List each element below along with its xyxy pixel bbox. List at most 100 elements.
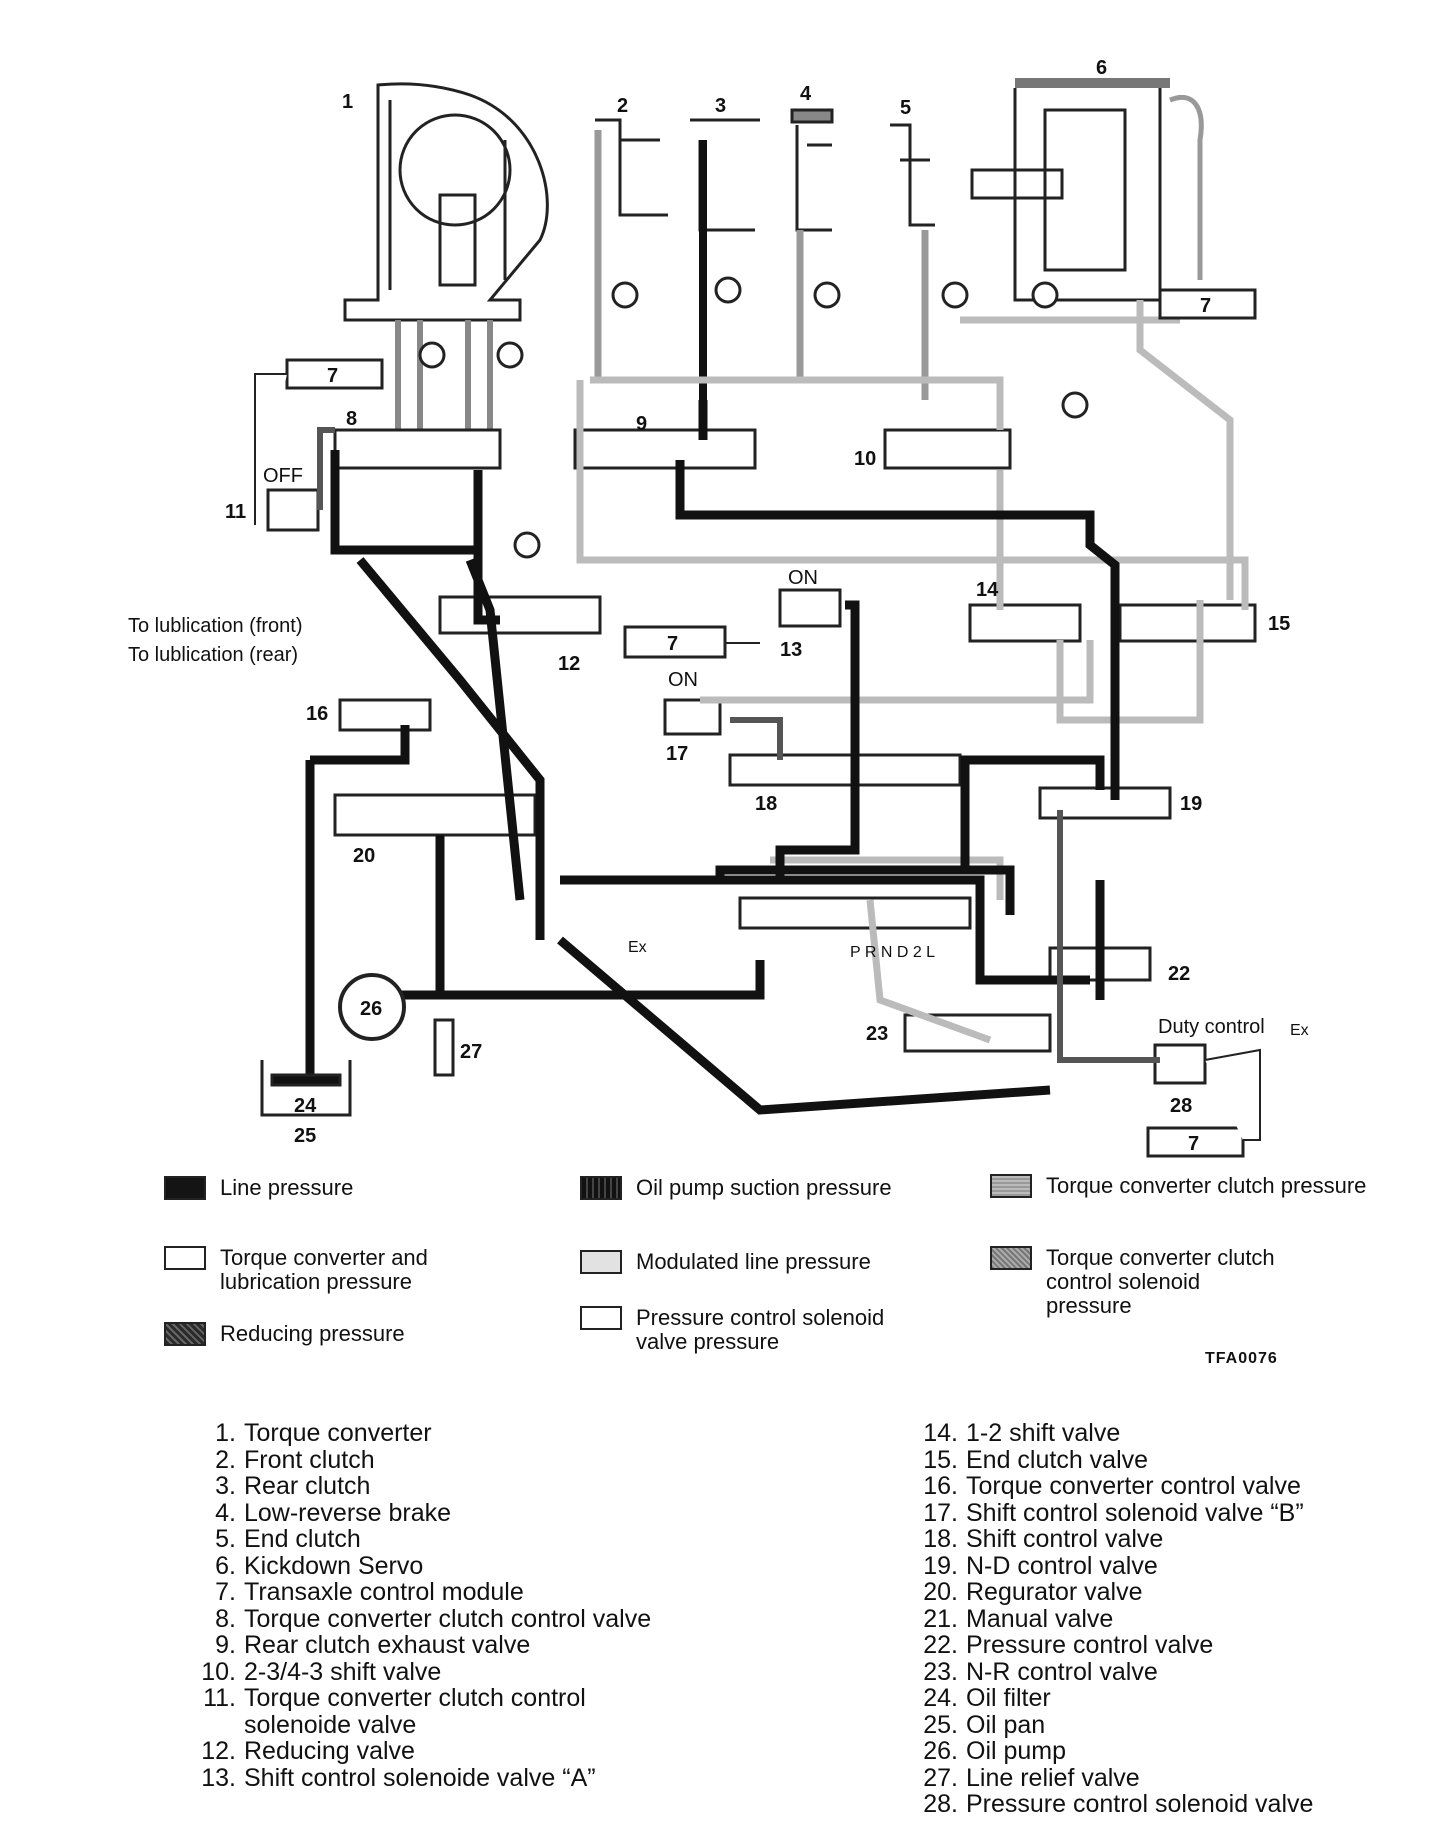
svg-text:14: 14 <box>976 579 999 601</box>
svg-text:27: 27 <box>460 1041 482 1063</box>
part-list-item: 13.Shift control solenoide valve “A” <box>190 1763 660 1792</box>
part-name: Shift control valve <box>966 1525 1164 1553</box>
callouts: 1 2 3 4 5 6 7 7 7 7 8 9 10 11 12 13 14 1… <box>225 57 1290 1155</box>
part-list-item: 21. Manual valve <box>912 1604 1432 1633</box>
part-name: Oil pump <box>966 1737 1067 1765</box>
part-list-item: 14. 1-2 shift valve <box>912 1420 1432 1447</box>
kickdown-servo <box>970 78 1204 302</box>
valve-13 <box>778 588 842 628</box>
part-name: Pressure control valve <box>966 1631 1214 1659</box>
part-list-item: 3.Rear clutch <box>190 1473 660 1500</box>
valve-15 <box>1118 603 1257 643</box>
part-list-item: 12.Reducing valve <box>190 1738 660 1765</box>
part-list-item: 23. N-R control valve <box>912 1657 1432 1686</box>
svg-text:Ex: Ex <box>1290 1022 1309 1039</box>
svg-text:7: 7 <box>667 633 678 655</box>
part-name: Oil pan <box>966 1710 1046 1739</box>
oil-pan <box>260 1060 352 1117</box>
legend: Line pressure Oil pump suction pressure … <box>160 1160 1420 1360</box>
part-name: Torque converter clutch control solenoid… <box>244 1684 586 1739</box>
svg-text:7: 7 <box>1200 295 1211 317</box>
part-name: Manual valve <box>966 1604 1114 1633</box>
legend-swatch <box>580 1176 622 1200</box>
svg-text:13: 13 <box>780 639 802 661</box>
svg-text:Ex: Ex <box>628 939 647 956</box>
part-number: 21. <box>923 1604 958 1633</box>
legend-swatch <box>580 1306 622 1330</box>
part-name: Kickdown Servo <box>244 1551 424 1580</box>
svg-text:4: 4 <box>800 83 812 105</box>
part-number: 20. <box>923 1578 958 1606</box>
line-pressure-lines <box>305 400 1120 1115</box>
part-name: N-R control valve <box>966 1657 1158 1686</box>
valve-16 <box>338 698 432 732</box>
part-name: 1-2 shift valve <box>966 1419 1121 1447</box>
part-list-item: 24.Oil filter <box>912 1685 1432 1712</box>
part-number: 16. <box>923 1472 958 1500</box>
legend-swatch <box>164 1246 206 1270</box>
svg-text:2: 2 <box>617 95 628 117</box>
part-name: Line relief valve <box>966 1763 1140 1792</box>
legend-item: Torque converter clutch control solenoid… <box>990 1246 1280 1318</box>
svg-text:6: 6 <box>1096 57 1107 79</box>
hydraulic-circuit-diagram: 1 2 3 4 5 6 7 7 7 7 8 9 10 11 12 13 14 1… <box>128 57 1309 1158</box>
part-list-item: 11.Torque converter clutch control solen… <box>190 1685 660 1738</box>
valve-18 <box>728 753 962 787</box>
part-list-item: 28.Pressure control solenoid valve <box>912 1791 1432 1818</box>
legend-item: Pressure control solenoid valve pressure <box>580 1306 900 1354</box>
legend-item: Torque converter and lubrication pressur… <box>164 1246 454 1294</box>
part-name: Front clutch <box>244 1445 375 1474</box>
part-list-item: 6.Kickdown Servo <box>190 1551 660 1580</box>
legend-item: Reducing pressure <box>164 1322 544 1346</box>
valve-17 <box>663 698 722 736</box>
part-name: Reducing valve <box>244 1737 415 1765</box>
svg-text:To lublication (front): To lublication (front) <box>128 615 303 637</box>
part-number: 19. <box>923 1551 958 1580</box>
part-name: 2-3/4-3 shift valve <box>244 1657 442 1686</box>
part-number: 22. <box>923 1631 958 1659</box>
svg-text:5: 5 <box>900 97 911 119</box>
svg-text:OFF: OFF <box>263 465 303 487</box>
svg-text:26: 26 <box>360 998 382 1020</box>
part-number: 13. <box>201 1763 236 1792</box>
valve-20 <box>333 793 537 837</box>
svg-text:8: 8 <box>346 408 357 430</box>
oil-pump <box>338 973 406 1041</box>
part-list-item: 15.End clutch valve <box>912 1445 1432 1474</box>
part-name: Torque converter clutch control valve <box>244 1604 652 1633</box>
part-name: Regurator valve <box>966 1578 1143 1606</box>
part-name: Pressure control solenoid valve <box>966 1790 1314 1818</box>
part-list-item: 9.Rear clutch exhaust valve <box>190 1632 660 1659</box>
end-clutch <box>890 123 935 400</box>
svg-text:20: 20 <box>353 845 375 867</box>
part-name: End clutch <box>244 1525 361 1553</box>
reducing-lines <box>317 427 1160 1063</box>
legend-item: Torque converter clutch pressure <box>990 1174 1420 1198</box>
part-list-item: 27.Line relief valve <box>912 1763 1432 1792</box>
part-list-item: 1.Torque converter <box>190 1420 660 1447</box>
part-name: Rear clutch <box>244 1472 371 1500</box>
part-number: 25. <box>923 1710 958 1739</box>
part-number: 4. <box>215 1498 236 1527</box>
part-number: 10. <box>201 1657 236 1686</box>
legend-swatch <box>990 1246 1032 1270</box>
part-number: 24. <box>923 1684 958 1712</box>
pressure-gauges <box>418 276 1089 559</box>
part-number: 15. <box>923 1445 958 1474</box>
part-number: 14. <box>923 1419 958 1447</box>
part-number: 8. <box>215 1604 236 1633</box>
valve-28 <box>1153 1043 1207 1085</box>
part-list-item: 25. Oil pan <box>912 1710 1432 1739</box>
part-number: 23. <box>923 1657 958 1686</box>
part-name: Torque converter <box>244 1419 432 1447</box>
svg-text:19: 19 <box>1180 793 1202 815</box>
part-list-item: 8. Torque converter clutch control valve <box>190 1604 660 1633</box>
svg-text:24: 24 <box>294 1095 317 1117</box>
legend-item: Modulated line pressure <box>580 1250 980 1274</box>
part-name: Torque converter control valve <box>966 1472 1301 1500</box>
svg-text:12: 12 <box>558 653 580 675</box>
svg-text:18: 18 <box>755 793 777 815</box>
tcm-boxes <box>254 288 1261 1158</box>
legend-swatch <box>580 1250 622 1274</box>
part-name: Transaxle control module <box>244 1578 524 1606</box>
